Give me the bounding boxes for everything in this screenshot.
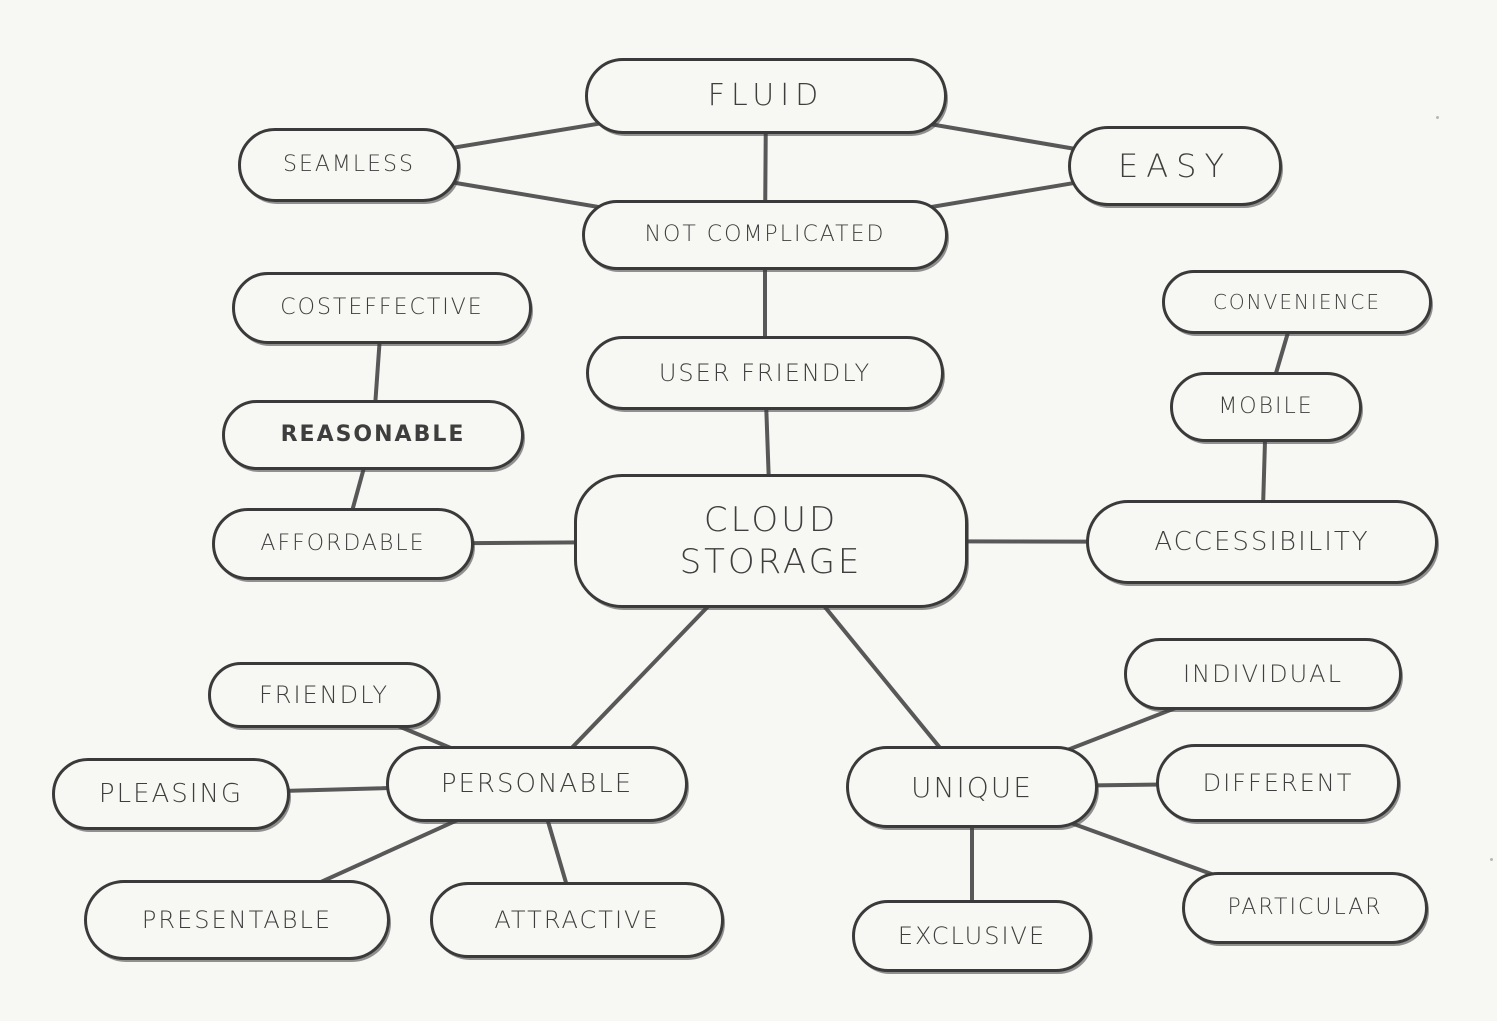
node-convenience: CONVENIENCE bbox=[1162, 270, 1432, 334]
node-mobile: MOBILE bbox=[1170, 372, 1362, 442]
node-accessibility: ACCESSIBILITY bbox=[1086, 500, 1438, 584]
node-different: DIFFERENT bbox=[1156, 744, 1400, 822]
node-presentable: PRESENTABLE bbox=[84, 880, 390, 960]
node-pleasing: PLEASING bbox=[52, 758, 290, 830]
node-attractive: ATTRACTIVE bbox=[430, 882, 724, 958]
node-personable: PERSONABLE bbox=[386, 746, 688, 822]
node-reasonable: REASONABLE bbox=[222, 400, 524, 470]
node-particular: PARTICULAR bbox=[1182, 872, 1428, 944]
node-fluid: FLUID bbox=[585, 58, 947, 134]
node-seamless: SEAMLESS bbox=[238, 128, 460, 202]
paper-speck bbox=[1436, 116, 1439, 119]
center-node-cloud-storage: CLOUD STORAGE bbox=[574, 474, 968, 608]
node-affordable: AFFORDABLE bbox=[212, 508, 474, 580]
paper-speck bbox=[1490, 858, 1493, 861]
node-friendly: FRIENDLY bbox=[208, 662, 440, 728]
node-not-complicated: NOT COMPLICATED bbox=[582, 200, 948, 270]
node-user-friendly: USER FRIENDLY bbox=[586, 336, 944, 410]
node-easy: EASY bbox=[1068, 126, 1282, 206]
center-line-1: CLOUD bbox=[703, 499, 839, 540]
node-unique: UNIQUE bbox=[846, 746, 1098, 828]
center-line-2: STORAGE bbox=[679, 542, 863, 582]
node-cost-effective: COSTEFFECTIVE bbox=[232, 272, 532, 344]
node-individual: INDIVIDUAL bbox=[1124, 638, 1402, 710]
node-exclusive: EXCLUSIVE bbox=[852, 900, 1092, 972]
